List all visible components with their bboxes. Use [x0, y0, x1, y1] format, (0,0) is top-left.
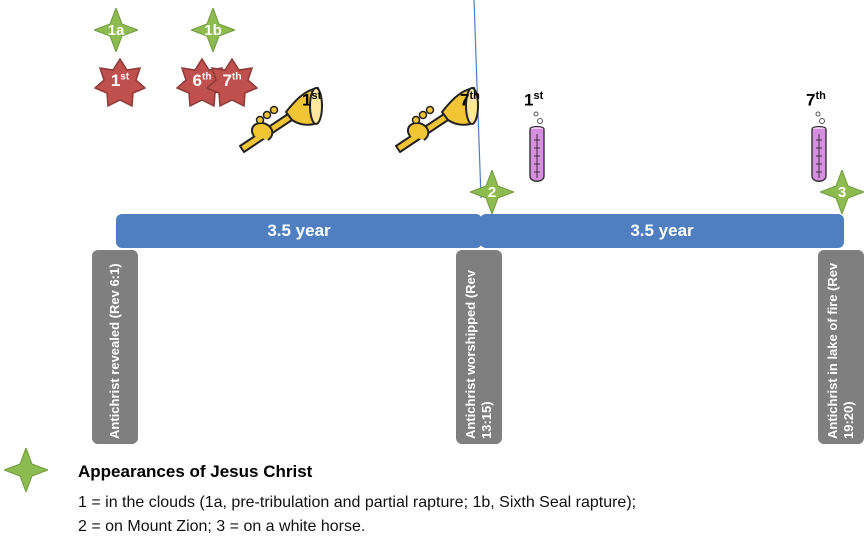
star-1b-label: 1b [204, 22, 222, 39]
star-1a-label: 1a [107, 22, 125, 39]
trumpet-icon [395, 87, 479, 153]
vial-icon [529, 111, 545, 182]
seal-first-label: 1st [110, 71, 130, 90]
trumpet-seventh-label: 7th [460, 90, 480, 110]
trumpet-first-label: 1st [302, 90, 322, 110]
timeline-period-2: 3.5 year [480, 214, 844, 248]
star-icon [4, 448, 48, 492]
event-antichrist-lake-of-fire-label: Antichrist in lake of fire (Rev 19:20) [825, 262, 856, 439]
seal-seventh: 7th [205, 57, 259, 110]
bowl-seventh-label: 7th [806, 90, 826, 110]
legend-line-1: 1 = in the clouds (1a, pre-tribulation a… [78, 494, 637, 511]
timeline-period-1: 3.5 year [116, 214, 482, 248]
bowl-first-label: 1st [524, 90, 544, 110]
trumpet-icon [239, 87, 323, 153]
legend-line-2: 2 = on Mount Zion; 3 = on a white horse. [78, 518, 366, 535]
event-antichrist-worshipped-label: Antichrist worshipped (Rev 13:15) [463, 269, 494, 439]
star-3-label: 3 [837, 184, 847, 201]
event-antichrist-lake-of-fire: Antichrist in lake of fire (Rev 19:20) [818, 250, 864, 444]
star-3: 3 [818, 168, 864, 216]
event-antichrist-worshipped: Antichrist worshipped (Rev 13:15) [456, 250, 502, 444]
star-1a: 1a [92, 6, 140, 54]
seal-first: 1st [93, 57, 147, 110]
vial-icon [811, 111, 827, 182]
star-1b: 1b [189, 6, 237, 54]
legend-title: Appearances of Jesus Christ [78, 462, 313, 481]
seal-seventh-label: 7th [222, 71, 242, 90]
event-antichrist-revealed-label: Antichrist revealed (Rev 6:1) [107, 263, 122, 439]
star-2-label: 2 [487, 184, 497, 201]
seal-sixth-label: 6th [192, 71, 212, 90]
star-2: 2 [468, 168, 516, 216]
event-antichrist-revealed: Antichrist revealed (Rev 6:1) [92, 250, 138, 444]
